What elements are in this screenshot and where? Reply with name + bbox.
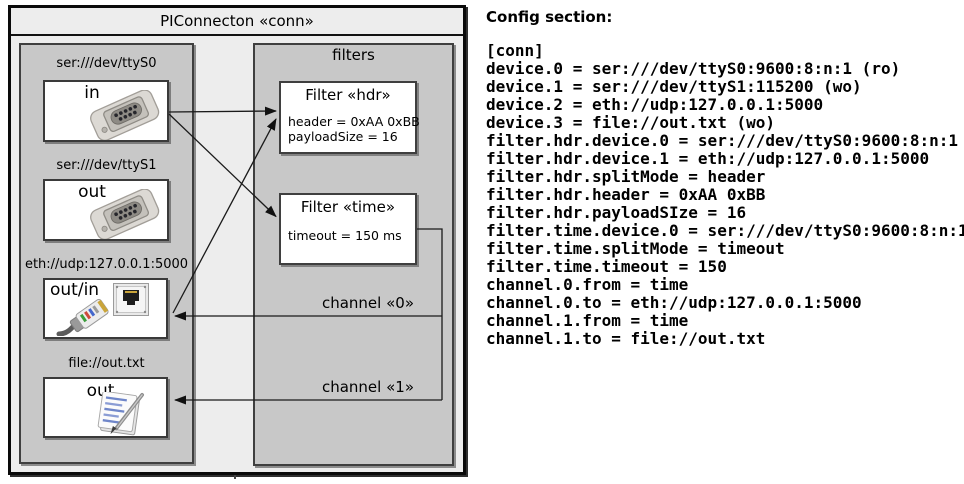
filter-attributes: header = 0xAA 0xBB payloadSize = 16 [288,114,420,144]
config-text: [conn] device.0 = ser:///dev/ttyS0:9600:… [486,41,964,348]
filters-panel-title: filters [332,46,375,64]
ethernet-plug-icon [56,298,109,336]
filter-attr: timeout = 150 ms [288,228,402,243]
port-direction-label: out [78,182,106,202]
filter-attr: header = 0xAA 0xBB [288,114,420,129]
serial-connector-icon [90,90,160,140]
port-direction-label: in [84,83,100,103]
channel-0-label: channel «0» [321,294,414,312]
filter-title: Filter «time» [300,198,396,216]
device-node-ttyS1: out [43,179,169,241]
channel-1-label: channel «1» [321,378,414,396]
filter-title: Filter «hdr» [305,86,391,104]
filter-node-time: Filter «time» timeout = 150 ms [279,193,417,265]
device-label-file: file://out.txt [68,356,145,371]
device-node-ttyS0: in [43,80,169,142]
device-label-ttyS0: ser:///dev/ttyS0 [56,56,157,71]
port-direction-label: out/in [50,280,100,300]
ethernet-port-icon [113,283,149,316]
device-node-file: out [43,377,168,438]
serial-connector-icon [90,189,160,239]
device-label-ttyS1: ser:///dev/ttyS1 [56,158,157,173]
notepad-pen-icon [97,392,144,436]
filter-attr: payloadSize = 16 [288,129,398,144]
filter-attributes: timeout = 150 ms [288,228,415,243]
device-node-eth: out/in [43,278,168,339]
diagram-anchor-tick [234,475,236,479]
diagram-title: PIConnecton «conn» [11,8,463,36]
config-section-heading: Config section: [486,8,613,26]
filter-node-hdr: Filter «hdr» header = 0xAA 0xBB payloadS… [279,81,420,154]
device-label-eth: eth://udp:127.0.0.1:5000 [24,257,189,272]
